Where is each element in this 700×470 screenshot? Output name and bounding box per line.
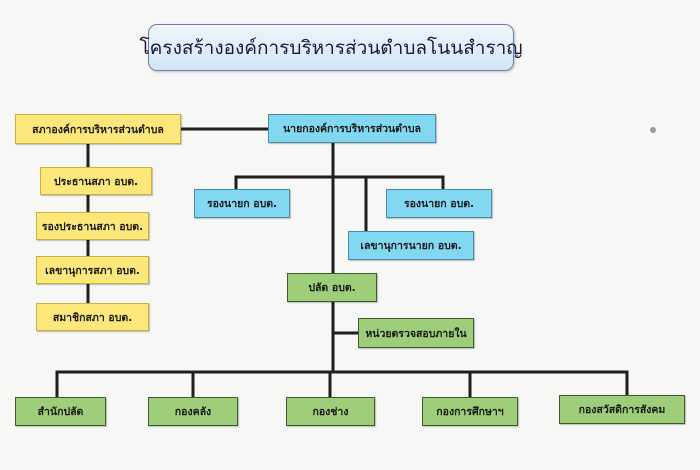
department-label: กองช่าง xyxy=(312,406,349,418)
council-secretary-label: เลขานุการสภา อบต. xyxy=(45,264,140,277)
department-label: กองคลัง xyxy=(174,406,212,418)
scan-speck xyxy=(650,127,656,133)
deputy-left-box: รองนายก อบต. xyxy=(194,189,290,218)
audit-unit-label: หน่วยตรวจสอบภายใน xyxy=(365,327,467,340)
deputy-right-box: รองนายก อบต. xyxy=(386,189,492,218)
department-box-social-welfare: กองสวัสดิการสังคม xyxy=(559,395,685,424)
deputy-right-label: รองนายก อบต. xyxy=(403,198,475,210)
chief-administrator-box: ปลัด อบต. xyxy=(287,273,377,302)
mayor-box: นายกองค์การบริหารส่วนตำบล xyxy=(268,114,436,143)
mayor-label: นายกองค์การบริหารส่วนตำบล xyxy=(283,123,421,135)
title-box: โครงสร้างองค์การบริหารส่วนตำบลโนนสำราญ xyxy=(139,24,523,71)
mayor-secretary-label: เลขานุการนายก อบต. xyxy=(360,240,462,252)
department-box-office: สำนักปลัด xyxy=(15,397,106,426)
department-label: กองการศึกษาฯ xyxy=(436,406,504,418)
council-head-label: สภาองค์การบริหารส่วนตำบล xyxy=(32,123,164,136)
department-label: กองสวัสดิการสังคม xyxy=(578,404,666,416)
department-label: สำนักปลัด xyxy=(37,406,84,418)
council-chair-label: ประธานสภา อบต. xyxy=(53,175,139,188)
council-vice-chair-label: รองประธานสภา อบต. xyxy=(41,220,144,233)
council-secretary-box: เลขานุการสภา อบต. xyxy=(36,256,149,284)
chief-administrator-label: ปลัด อบต. xyxy=(308,282,356,294)
department-box-education: กองการศึกษาฯ xyxy=(422,397,518,426)
council-vice-chair-box: รองประธานสภา อบต. xyxy=(36,212,149,240)
department-box-engineering: กองช่าง xyxy=(286,397,375,426)
department-box-finance: กองคลัง xyxy=(148,397,238,426)
council-member-label: สมาชิกสภา อบต. xyxy=(52,311,133,324)
council-head-box: สภาองค์การบริหารส่วนตำบล xyxy=(15,114,181,144)
audit-unit-box: หน่วยตรวจสอบภายใน xyxy=(358,318,474,348)
mayor-secretary-box: เลขานุการนายก อบต. xyxy=(348,231,474,260)
council-member-box: สมาชิกสภา อบต. xyxy=(36,303,149,331)
council-chair-box: ประธานสภา อบต. xyxy=(40,167,152,195)
page-title: โครงสร้างองค์การบริหารส่วนตำบลโนนสำราญ xyxy=(139,36,523,59)
deputy-left-label: รองนายก อบต. xyxy=(206,198,278,210)
